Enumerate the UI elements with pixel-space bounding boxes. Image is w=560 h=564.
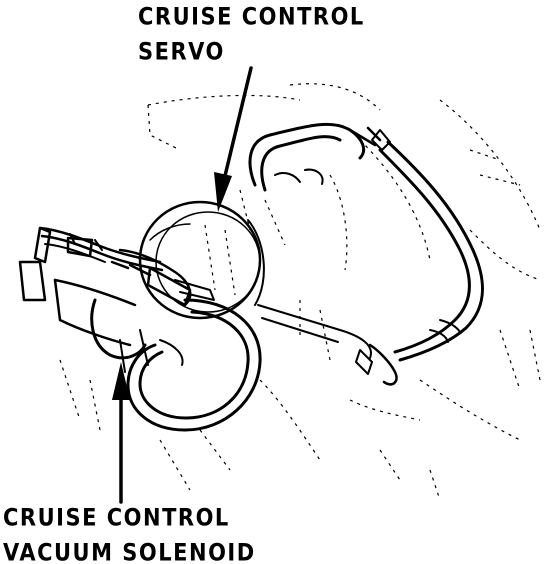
solenoid-label-line-1: CRUISE CONTROL [3,503,230,532]
servo-label-line-2: SERVO [138,37,225,66]
servo-label-line-1: CRUISE CONTROL [138,2,365,31]
background-engine-sketch [59,83,541,501]
vacuum-solenoid [53,248,215,373]
vacuum-hose-upper [248,122,391,192]
cruise-cable [355,140,484,386]
servo-pointer-arrow [214,66,253,212]
solenoid-label-line-2: VACUUM SOLENOID [3,538,256,564]
wire-harness [18,226,164,302]
vacuum-hose-lower [126,298,262,432]
solenoid-pointer-arrow [112,362,130,504]
